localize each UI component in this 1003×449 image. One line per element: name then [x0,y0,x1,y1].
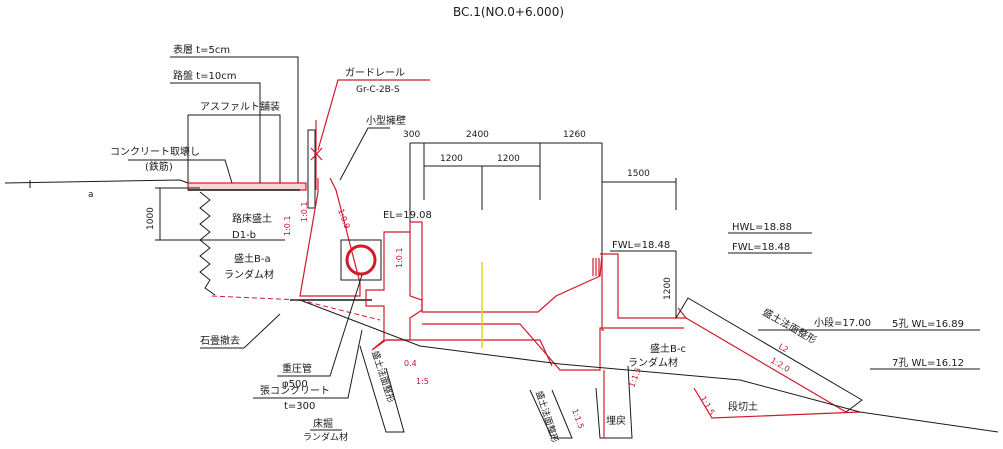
culvert-outlet [600,253,688,319]
existing-ground-gray [299,299,999,433]
leader-retaining-wall [339,127,390,181]
label-slope-019: 1:0.9 [336,208,351,230]
label-wl7: 7孔 WL=16.12 [892,357,964,369]
dim-300: 300 [403,130,420,140]
label-base-course: 路盤 t=10cm [173,69,236,82]
culvert-body [410,221,603,313]
leader-pressure-pipe [277,274,363,377]
label-embankment: 埋戻 [606,414,626,427]
label-slope-01-culvert: 1:0.1 [395,247,404,268]
label-base-concrete-t: t=300 [284,401,315,412]
culvert-left-wall [365,222,411,351]
label-base-concrete: 張コンクリート [260,385,330,397]
label-concrete-removal: コンクリート取壊し [110,146,200,158]
culvert-right-wall [601,254,604,331]
label-slope-01-wall: 1:0.1 [300,201,309,222]
dim-1000-value: 1000 [146,207,156,230]
dim-1500: 1500 [627,169,650,179]
dim-1200a: 1200 [440,154,463,164]
retaining-wall [299,177,361,297]
label-fill-bc: 盛土B-c [650,342,686,355]
label-guardrail-type: Gr-C-2B-S [356,85,400,95]
dim-1200b: 1200 [497,154,520,164]
label-fill-slope-side: 盛土法面整形 [761,305,819,346]
leader-base [170,82,261,183]
dim-1260: 1260 [563,130,586,140]
culvert-inner [409,232,423,340]
lower-mid-embankment [529,389,573,439]
lower-left-embankment [359,345,405,433]
label-slope-15c: 1:1.5 [627,366,642,388]
label-fill-bc-random: ランダム材 [628,356,678,369]
dim-1200v: 1200 [663,277,673,300]
leader-base-concrete [253,329,363,399]
label-slope-15a: 1:1.5 [698,395,716,417]
right-slope-red [685,317,847,413]
label-fwl-right: FWL=18.48 [732,242,790,253]
leader-guardrail [317,79,430,151]
dim-2400: 2400 [466,130,489,140]
label-concrete-removal-sub: (鉄筋) [145,160,173,173]
culvert-floor-lower [386,339,553,367]
label-slope-01-left: 1:0.1 [283,215,292,236]
label-slope-l2: L2 [777,342,790,355]
label-step-cut: 段切土 [728,400,758,413]
label-wl5: 5孔 WL=16.89 [892,318,964,330]
label-fill-ba: 盛土B-a [234,252,271,265]
label-small-step: 小段=17.00 [814,316,871,329]
label-bed: 床掘 [313,417,333,430]
label-fwl-mid: FWL=18.48 [612,240,670,251]
asphalt-pavement [187,182,307,191]
label-hwl: HWL=18.88 [732,222,792,233]
label-bed-random: ランダム材 [303,431,348,443]
left-fill-steps [199,191,216,296]
leader-stone-removal [200,313,281,349]
label-subgrade-class: D1-b [232,230,256,241]
label-slope-20: 1:2.0 [769,356,791,374]
leader-concrete-removal [128,159,233,184]
label-fill-slope-side3: 盛土法面整形 [533,389,561,444]
label-pressure-pipe: 重圧管 [282,362,312,375]
label-stone-removal: 石畳撤去 [200,334,240,347]
leader-asphalt [188,114,281,183]
label-surface-layer: 表層 t=5cm [173,43,230,56]
lower-backfill [595,365,633,439]
right-slope-black [675,297,863,413]
pressure-pipe-box [340,239,382,281]
label-fill-slope-side2: 盛土法面整形 [369,349,397,404]
label-guardrail: ガードレール [345,67,405,79]
label-el: EL=19.08 [383,210,432,221]
label-slope-04: 0.4 [404,359,417,368]
label-pipe-diameter: φ500 [282,379,308,390]
label-random-material: ランダム材 [224,268,274,281]
guardrail-post [307,129,316,209]
drawing-title: BC.1(NO.0+6.000) [453,5,564,19]
label-slope-15b: 1:1.5 [570,408,585,430]
pressure-pipe [345,244,377,276]
existing-ground-line [4,179,189,184]
ground-tick-label: a [88,190,94,200]
label-slope-15d: 1:5 [416,377,429,386]
leader-surface [170,56,299,183]
label-small-retaining-wall: 小型擁壁 [366,114,406,127]
culvert-bottom [422,323,684,371]
label-subgrade-fill: 路床盛土 [232,212,272,225]
right-step-cut [693,387,861,419]
label-asphalt: アスファルト舗装 [200,100,280,113]
